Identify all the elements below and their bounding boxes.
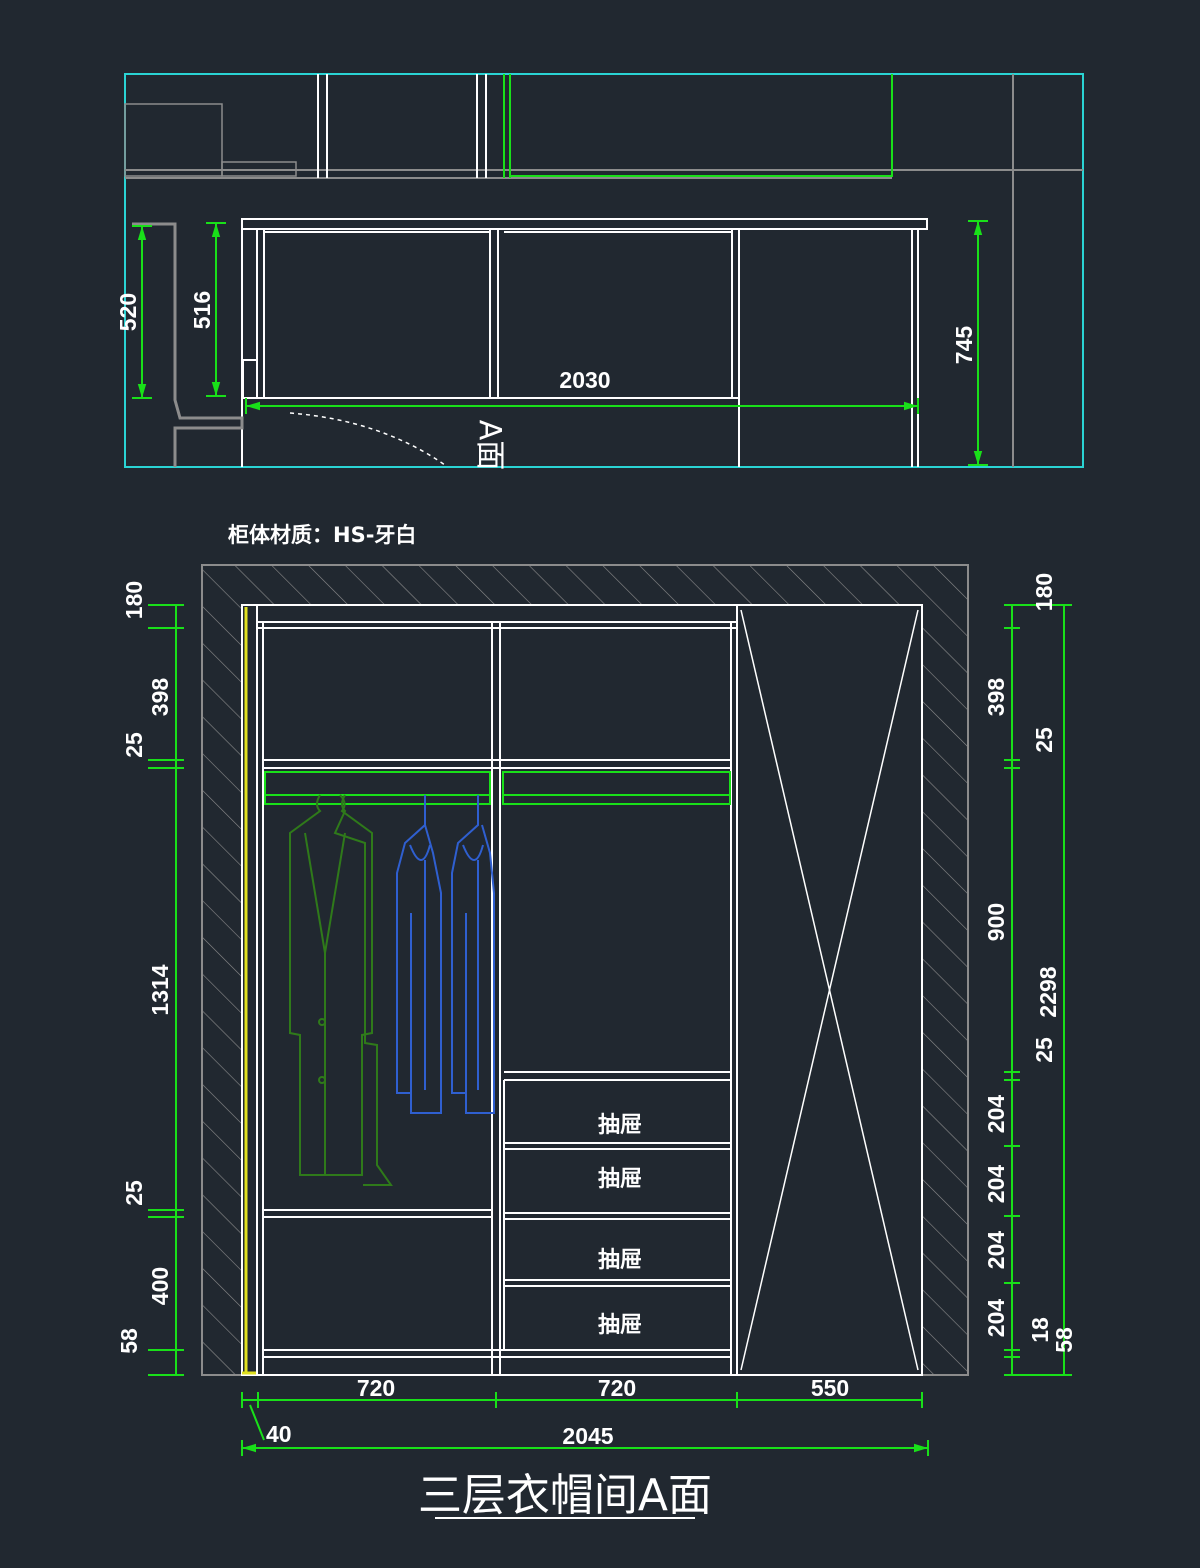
right-dim-204a: 204 [983, 1095, 1009, 1134]
right-side-panel [736, 604, 923, 1376]
wall-hatch [201, 564, 969, 1376]
right-dim-398: 398 [983, 678, 1009, 717]
drawer-label-2: 抽屉 [598, 1167, 642, 1192]
hanging-rail-right [502, 771, 731, 805]
right-dim-25a: 25 [1031, 727, 1057, 753]
left-dim-25b: 25 [121, 1180, 147, 1206]
coat-illustration [289, 794, 393, 1186]
elevation-view: 抽屉 抽屉 抽屉 抽屉 [116, 564, 1077, 1456]
bottom-dim-720b: 720 [598, 1375, 636, 1401]
plan-745-label: 745 [951, 326, 977, 365]
hanging-rail-left [264, 771, 491, 805]
left-dim-400: 400 [147, 1267, 173, 1305]
drawer-label-4: 抽屉 [598, 1313, 642, 1338]
bottom-dim-720a: 720 [357, 1375, 395, 1401]
right-dim-204d: 204 [983, 1299, 1009, 1338]
right-dim-2298: 2298 [1035, 966, 1061, 1017]
right-dim-58: 58 [1051, 1327, 1077, 1353]
plan-depth-516-label: 516 [189, 291, 215, 329]
right-dim-180: 180 [1031, 573, 1057, 611]
right-dim-25b: 25 [1031, 1037, 1057, 1063]
plan-width-label: 2030 [559, 367, 610, 393]
material-note: 柜体材质：HS-牙白 [228, 523, 416, 547]
left-dim-398: 398 [147, 678, 173, 717]
bottom-dim-2045: 2045 [562, 1423, 613, 1449]
shirts-illustration [396, 795, 495, 1114]
right-dim-900: 900 [983, 903, 1009, 941]
plan-view: 2030 520 516 745 A面 [115, 73, 1084, 471]
right-dim-204b: 204 [983, 1165, 1009, 1204]
wardrobe-outline [241, 604, 923, 1376]
drawing-title: 三层衣帽间A面 [418, 1470, 712, 1521]
drawer-stack: 抽屉 抽屉 抽屉 抽屉 [503, 1071, 731, 1350]
drawer-label-3: 抽屉 [598, 1248, 642, 1273]
right-dim-18: 18 [1027, 1317, 1053, 1343]
bottom-dim-550: 550 [811, 1375, 849, 1401]
left-dim-180: 180 [121, 581, 147, 619]
plan-depth-520-label: 520 [115, 293, 141, 331]
left-dim-25a: 25 [121, 732, 147, 758]
left-dim-1314: 1314 [147, 964, 173, 1015]
dimension-lines [148, 604, 1072, 1456]
drawer-label-1: 抽屉 [598, 1113, 642, 1138]
elevation-mark-label: A面 [472, 420, 507, 471]
door-swing-arc [289, 412, 446, 466]
right-dim-204c: 204 [983, 1231, 1009, 1270]
left-dim-58: 58 [116, 1328, 142, 1354]
plan-frame [124, 73, 1084, 468]
plan-wardrobe [241, 218, 928, 230]
bottom-dim-40: 40 [266, 1421, 292, 1447]
